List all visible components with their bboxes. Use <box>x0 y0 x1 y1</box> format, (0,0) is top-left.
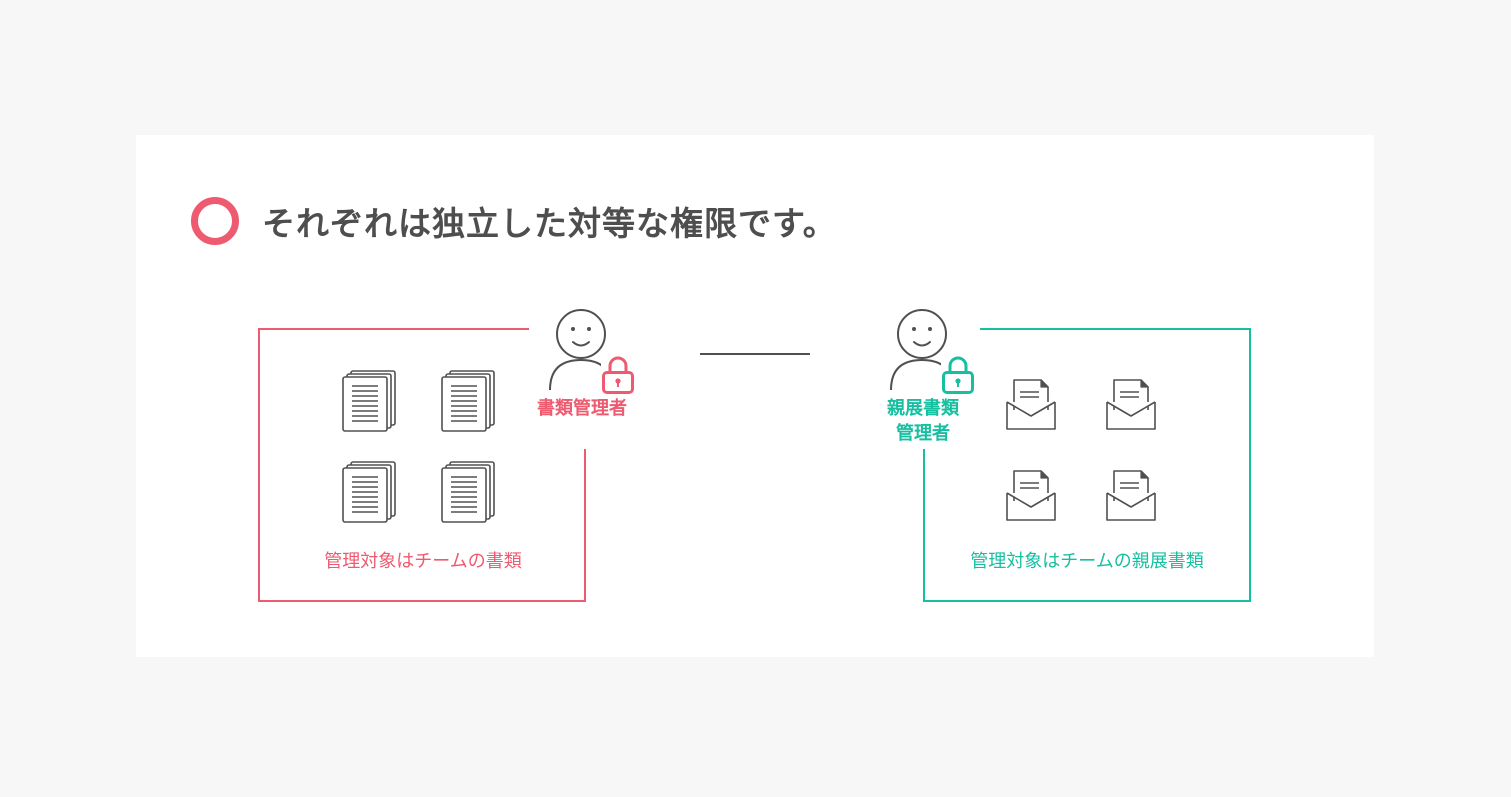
document-stack-icon <box>441 370 495 432</box>
role-label-confidential-admin-line1: 親展書類 <box>887 398 959 419</box>
lock-icon <box>941 356 975 395</box>
envelope-letter-icon <box>1006 379 1056 430</box>
envelope-letter-icon <box>1106 379 1156 430</box>
role-label-document-admin: 書類管理者 <box>537 398 627 419</box>
caption-right: 管理対象はチームの親展書類 <box>970 551 1204 572</box>
circle-icon <box>191 197 239 245</box>
headline-text: それぞれは独立した対等な権限です。 <box>262 204 837 243</box>
lock-icon <box>601 356 635 395</box>
envelope-letter-icon <box>1106 470 1156 521</box>
document-stack-icon <box>441 461 495 523</box>
document-stack-icon <box>342 370 396 432</box>
headline: それぞれは独立した対等な権限です。 <box>190 195 837 247</box>
right-group-frame <box>923 328 1251 602</box>
envelope-letter-icon <box>1006 470 1056 521</box>
document-stack-icon <box>342 461 396 523</box>
role-label-confidential-admin-line2: 管理者 <box>896 423 950 444</box>
left-group-frame <box>258 328 586 602</box>
caption-left: 管理対象はチームの書類 <box>324 551 522 572</box>
